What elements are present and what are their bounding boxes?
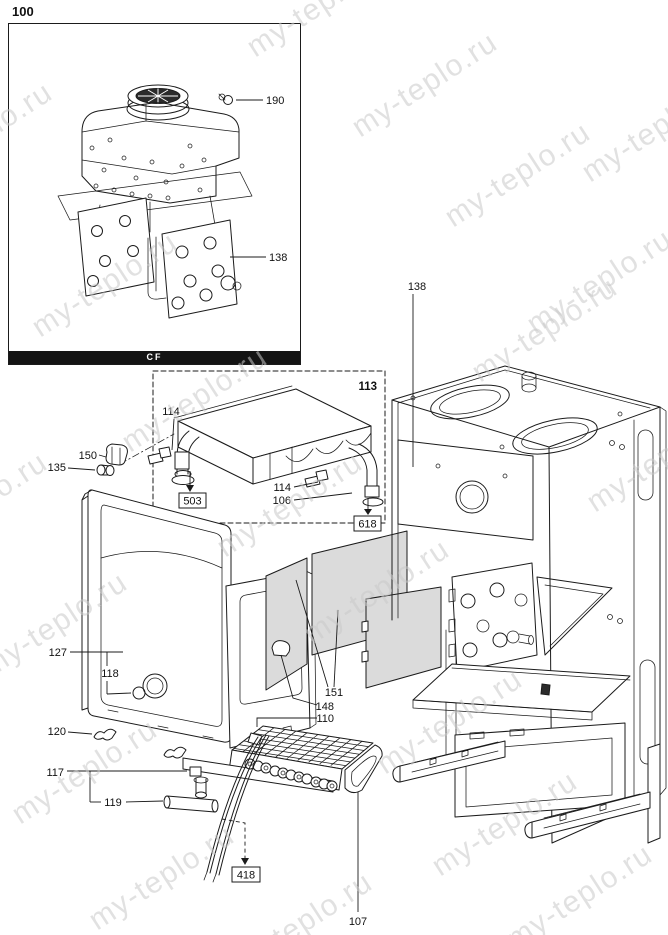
- callout-138: 138: [408, 281, 426, 293]
- callout-114-right: 114: [273, 482, 291, 494]
- clamp-148-part: [271, 640, 291, 657]
- sleeve-119-part: [163, 795, 219, 813]
- callout-114-left: 114: [162, 406, 180, 418]
- callout-148: 148: [316, 701, 334, 713]
- callout-618: 618: [358, 519, 376, 531]
- callout-106: 106: [273, 495, 291, 507]
- injector-row: [244, 758, 338, 792]
- foot-bracket-right: [524, 743, 661, 844]
- heat-exchanger-drawing: [147, 385, 384, 507]
- callout-135: 135: [48, 462, 66, 474]
- boxed-callout-618: 618: [353, 515, 382, 532]
- callout-118: 118: [101, 668, 119, 680]
- callout-113: 113: [358, 381, 377, 393]
- callout-503: 503: [183, 496, 201, 508]
- screw-190-part: [218, 93, 233, 105]
- grommet-135-part: [96, 464, 115, 476]
- callout-117: 117: [46, 767, 64, 779]
- callout-418: 418: [237, 870, 255, 882]
- burner-drawing: [182, 725, 383, 883]
- callout-120: 120: [48, 726, 66, 738]
- inset-footer-bar: CF: [9, 351, 300, 364]
- callout-110: 110: [316, 713, 334, 725]
- callout-127: 127: [49, 647, 67, 659]
- chassis-frame-drawing: [391, 365, 667, 844]
- callout-138-inset: 138: [269, 252, 287, 264]
- boxed-callout-418: 418: [231, 866, 261, 883]
- figure-number: 100: [12, 4, 34, 19]
- callout-119: 119: [104, 797, 122, 809]
- callout-190: 190: [266, 95, 284, 107]
- clip-150-part: [105, 443, 128, 466]
- wire-clip-120-a: [93, 728, 117, 741]
- assembly-box-113: 113: [119, 370, 386, 532]
- inset-flue-hood-drawing: 190 138: [57, 84, 287, 319]
- callout-150: 150: [79, 450, 97, 462]
- boxed-callout-503: 503: [178, 492, 207, 509]
- callout-107: 107: [349, 916, 367, 928]
- foot-bracket-left: [392, 740, 506, 783]
- inset-figure-frame: CF: [8, 23, 301, 365]
- insulation-panels-drawing: [265, 530, 442, 691]
- front-door-panel-drawing: [81, 489, 232, 743]
- screw-dots: [89, 137, 207, 201]
- callout-151: 151: [325, 687, 343, 699]
- wire-clip-120-b: [163, 746, 187, 759]
